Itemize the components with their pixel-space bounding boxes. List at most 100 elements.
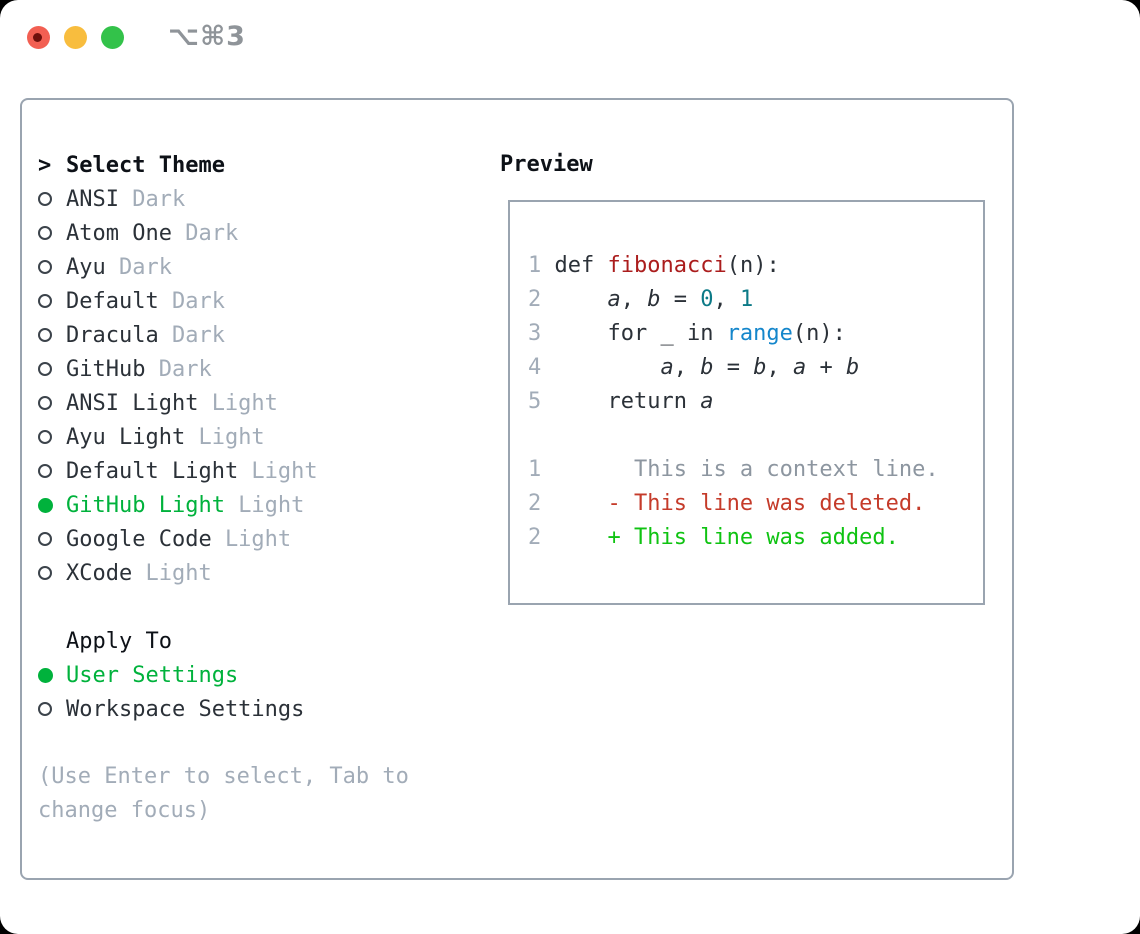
theme-name: XCode <box>66 560 133 586</box>
theme-name: Ayu <box>66 254 106 280</box>
code-segment-plain: + <box>806 355 846 380</box>
code-line <box>528 419 983 453</box>
theme-name: GitHub Light <box>66 492 225 518</box>
window-title: ⌥⌘3 <box>168 21 246 52</box>
selection-pointer-icon: > <box>38 152 52 178</box>
line-number: 1 <box>528 457 542 482</box>
code-segment-plain: = <box>713 355 754 380</box>
theme-label: Ayu Dark <box>66 255 172 280</box>
code-segment-var: a <box>792 355 807 380</box>
radio-indicator-icon <box>38 702 52 716</box>
preview-title: Preview <box>500 152 593 177</box>
code-segment-added: + This line was added. <box>554 525 899 550</box>
theme-name: Default <box>66 288 159 314</box>
select-theme-label: Select Theme <box>66 152 225 178</box>
radio-indicator-icon <box>38 192 52 206</box>
radio-cell <box>38 260 66 274</box>
radio-cell <box>38 702 66 716</box>
radio-indicator-icon <box>38 497 53 513</box>
code-segment-var: a <box>660 355 674 380</box>
code-line: 5 return a <box>528 385 983 419</box>
radio-cell <box>38 566 66 580</box>
minimize-button[interactable] <box>64 26 87 49</box>
line-number: 2 <box>528 287 542 312</box>
theme-name: ANSI <box>66 186 119 212</box>
theme-variant: Light <box>198 424 265 450</box>
theme-name: Dracula <box>66 322 159 348</box>
theme-variant: Light <box>238 492 305 518</box>
apply-option-label: User Settings <box>66 662 239 688</box>
code-segment-plain: (n): <box>726 253 780 278</box>
theme-label: GitHub Light Light <box>66 493 304 518</box>
radio-indicator-icon <box>38 532 52 546</box>
theme-option-github-light[interactable]: GitHub Light Light <box>38 488 409 522</box>
code-segment-plain: for _ in <box>554 321 727 346</box>
select-theme-header: > Select Theme <box>38 148 409 182</box>
line-number: 5 <box>528 389 542 414</box>
titlebar <box>27 26 124 49</box>
theme-variant: Dark <box>185 220 239 246</box>
apply-option-user-settings[interactable]: User Settings <box>38 658 409 692</box>
radio-indicator-icon <box>38 260 52 274</box>
radio-indicator-icon <box>38 226 52 240</box>
theme-name: Google Code <box>66 526 212 552</box>
radio-indicator-icon <box>38 566 52 580</box>
radio-cell <box>38 430 66 444</box>
theme-option-ayu[interactable]: Ayu Dark <box>38 250 409 284</box>
radio-indicator-icon <box>38 294 52 308</box>
radio-cell <box>38 294 66 308</box>
code-segment-context: This is a context line. <box>554 457 939 482</box>
line-number: 1 <box>528 253 542 278</box>
radio-indicator-icon <box>38 328 52 342</box>
apply-option-label: Workspace Settings <box>66 696 305 722</box>
theme-variant: Dark <box>118 254 172 280</box>
radio-cell <box>38 667 66 683</box>
theme-label: Google Code Light <box>66 527 291 552</box>
code-segment-plain: , <box>766 355 793 380</box>
spacer <box>38 726 409 760</box>
theme-option-dracula[interactable]: Dracula Dark <box>38 318 409 352</box>
code-segment-var: b <box>845 355 860 380</box>
code-segment-plain: def <box>554 253 608 278</box>
help-hint-line-1: (Use Enter to select, Tab to <box>38 764 409 789</box>
code-segment-plain <box>555 355 661 380</box>
theme-variant: Dark <box>171 322 225 348</box>
code-line: 1 def fibonacci(n): <box>528 249 983 283</box>
code-segment-plain: (n): <box>792 321 846 346</box>
radio-indicator-icon <box>38 430 52 444</box>
code-line: 2 - This line was deleted. <box>528 487 983 521</box>
radio-indicator-icon <box>38 667 53 683</box>
close-button[interactable] <box>27 26 50 49</box>
code-segment-plain <box>555 287 608 312</box>
code-segment-var: a <box>700 389 714 414</box>
radio-indicator-icon <box>38 396 52 410</box>
code-line: 4 a, b = b, a + b <box>528 351 983 385</box>
radio-cell <box>38 328 66 342</box>
apply-option-workspace-settings[interactable]: Workspace Settings <box>38 692 409 726</box>
radio-cell <box>38 226 66 240</box>
theme-option-google-code[interactable]: Google Code Light <box>38 522 409 556</box>
theme-variant: Light <box>224 526 292 552</box>
line-number: 4 <box>528 355 542 380</box>
zoom-button[interactable] <box>101 26 124 49</box>
radio-cell <box>38 497 66 513</box>
